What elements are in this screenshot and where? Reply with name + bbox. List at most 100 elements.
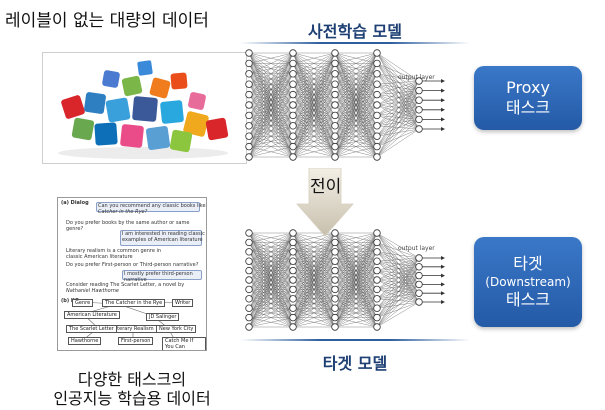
nn-connection xyxy=(334,232,378,318)
nn-connection xyxy=(376,90,420,95)
nn-node xyxy=(331,59,339,68)
nn-connection xyxy=(334,232,378,309)
doc-section-dialog: (a) Dialog xyxy=(61,200,89,206)
nn-node xyxy=(415,86,423,95)
target-task-line3: 태스크 xyxy=(505,290,551,309)
nn-connection xyxy=(376,289,420,303)
nn-connection xyxy=(376,257,420,309)
nn-node xyxy=(331,90,339,99)
nn-connection xyxy=(376,242,420,285)
nn-node xyxy=(415,271,423,280)
nn-connection xyxy=(376,52,420,101)
nn-node xyxy=(373,80,381,88)
nn-connection xyxy=(376,63,420,82)
nn-connection xyxy=(376,100,420,106)
nn-arrowhead xyxy=(441,79,445,83)
nn-node xyxy=(415,254,423,262)
nn-connection xyxy=(292,251,336,328)
nn-connection xyxy=(376,84,420,91)
nn-connection xyxy=(248,115,294,158)
nn-connection xyxy=(376,94,420,101)
nn-node xyxy=(245,248,253,256)
nn-node xyxy=(331,248,339,256)
nn-connection xyxy=(376,104,420,120)
nn-connection xyxy=(376,266,420,299)
nn-arrowhead xyxy=(441,107,445,112)
nn-output-layer-label: output layer xyxy=(398,245,435,252)
nn-connection xyxy=(248,52,294,85)
nn-connection xyxy=(376,242,420,267)
nn-connection xyxy=(334,146,378,158)
nn-connection xyxy=(376,109,420,158)
nn-node xyxy=(289,238,297,247)
nn-node xyxy=(373,122,381,130)
nn-connection xyxy=(292,52,336,126)
nn-node xyxy=(415,106,423,114)
nn-connection xyxy=(376,261,420,294)
nn-connection xyxy=(376,100,420,137)
nn-arrowhead xyxy=(441,98,445,103)
nn-connection xyxy=(248,73,294,158)
nn-connection xyxy=(292,52,336,64)
nn-connection xyxy=(376,301,420,318)
nn-connection xyxy=(376,94,420,110)
nn-connection xyxy=(292,52,336,137)
nn-connection xyxy=(376,257,420,271)
nn-connection xyxy=(292,232,336,318)
nn-connection xyxy=(376,80,420,126)
nn-node xyxy=(415,298,423,306)
nn-connection xyxy=(376,125,420,130)
nn-node xyxy=(373,257,381,265)
nn-node xyxy=(373,313,381,322)
nn-connection xyxy=(376,73,420,120)
nn-connection xyxy=(376,284,420,290)
nn-connection xyxy=(376,128,420,158)
nn-connection xyxy=(376,242,420,303)
nn-node xyxy=(373,266,381,275)
nn-connection xyxy=(248,232,294,281)
nn-node xyxy=(373,295,381,303)
nn-connection xyxy=(292,289,336,328)
nn-connection xyxy=(292,270,336,328)
nn-node xyxy=(415,115,423,124)
nn-connection xyxy=(248,52,294,158)
nn-connection xyxy=(334,115,378,158)
target-neural-network xyxy=(245,229,445,331)
proxy-task-line2: 태스크 xyxy=(505,98,551,117)
nn-arrowhead xyxy=(441,282,445,287)
nn-connection xyxy=(376,104,420,110)
nn-node xyxy=(245,132,253,140)
nn-node xyxy=(289,132,297,140)
nn-connection xyxy=(376,84,420,120)
nn-node xyxy=(289,257,297,265)
nn-connection xyxy=(292,298,336,328)
nn-connection xyxy=(292,52,336,95)
nn-connection xyxy=(376,80,420,116)
nn-connection xyxy=(248,52,294,74)
nn-connection xyxy=(334,232,378,328)
nn-node xyxy=(373,285,381,294)
nn-connection xyxy=(376,293,420,328)
nn-node xyxy=(331,323,339,331)
nn-node xyxy=(245,295,253,303)
nn-connection xyxy=(248,63,294,158)
nn-connection xyxy=(376,80,420,137)
nn-connection xyxy=(376,270,420,303)
nn-node xyxy=(331,238,339,247)
nn-connection xyxy=(376,257,420,299)
nn-connection xyxy=(376,90,420,116)
nn-connection xyxy=(248,289,294,328)
nn-node xyxy=(331,257,339,265)
nn-node xyxy=(245,304,253,312)
nn-connection xyxy=(376,275,420,290)
target-model-title: 타겟 모델 xyxy=(322,354,388,373)
nn-connection xyxy=(376,80,420,95)
nn-node xyxy=(245,101,253,109)
nn-node xyxy=(289,90,297,99)
nn-connection xyxy=(376,63,420,130)
nn-connection xyxy=(376,284,420,318)
social-media-icons-illustration xyxy=(58,60,229,159)
nn-connection xyxy=(334,242,378,328)
nn-connection xyxy=(334,52,378,64)
nn-connection xyxy=(334,104,378,158)
